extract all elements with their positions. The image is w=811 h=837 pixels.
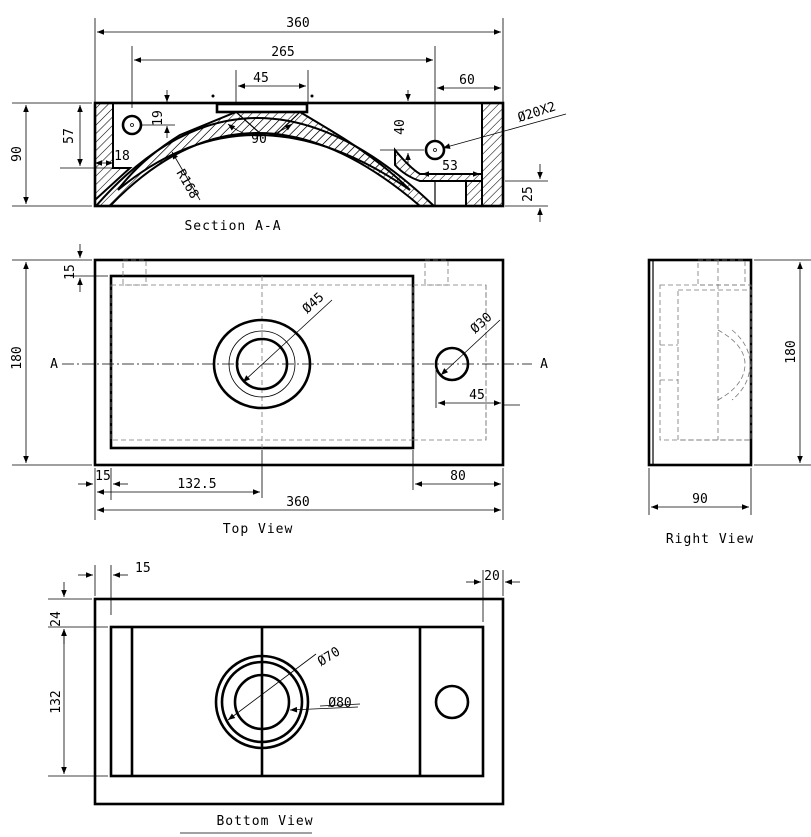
dim-section-width: 360 bbox=[286, 16, 309, 31]
top-caption: Top View bbox=[223, 522, 294, 537]
dim-side-depth: 40 bbox=[393, 119, 408, 135]
bottom-caption: Bottom View bbox=[216, 814, 313, 829]
dim-inner-height: 57 bbox=[62, 128, 77, 144]
dim-tap-dia: Ø30 bbox=[468, 310, 495, 337]
dim-ledge: 53 bbox=[442, 159, 458, 174]
dim-base: 25 bbox=[521, 186, 536, 202]
dim-right-offset: 60 bbox=[459, 73, 475, 88]
dim-bottom-inner-dia: Ø70 bbox=[315, 644, 343, 669]
dim-bottom-outer-dia: Ø80 bbox=[328, 696, 351, 711]
dim-drain-top: 45 bbox=[253, 71, 269, 86]
dim-hole-span: 265 bbox=[271, 45, 294, 60]
dim-right-width: 90 bbox=[692, 492, 708, 507]
section-mark-right: A bbox=[540, 357, 548, 372]
dim-wall: 18 bbox=[114, 149, 130, 164]
dim-radius: R168 bbox=[173, 167, 202, 202]
section-caption: Section A-A bbox=[184, 219, 281, 234]
dim-bottom-top-rim: 24 bbox=[49, 611, 64, 627]
dim-top-width: 360 bbox=[286, 495, 309, 510]
dim-bottom-inner-depth: 132 bbox=[49, 690, 64, 713]
dim-angle: 90 bbox=[251, 132, 267, 147]
dim-drain-x: 132.5 bbox=[177, 477, 216, 492]
right-caption: Right View bbox=[666, 532, 754, 547]
dim-top-depth: 180 bbox=[10, 346, 25, 369]
section-mark-left: A bbox=[50, 357, 58, 372]
dim-top-rim: 15 bbox=[63, 264, 78, 280]
dim-hole-height: 19 bbox=[151, 110, 166, 126]
dim-right-part: 80 bbox=[450, 469, 466, 484]
dim-left-rim: 15 bbox=[95, 469, 111, 484]
dim-drain-dia: Ø45 bbox=[300, 290, 327, 317]
dim-bottom-left-rim: 15 bbox=[135, 561, 151, 576]
dim-tap-offset: 45 bbox=[469, 388, 485, 403]
section-view: 360 265 45 60 90 57 19 18 90 R168 bbox=[10, 16, 567, 234]
bottom-view: 15 20 24 132 Ø70 Ø80 Bottom View bbox=[48, 561, 520, 834]
dim-bottom-right-rim: 20 bbox=[484, 569, 500, 584]
dim-right-depth: 180 bbox=[784, 340, 799, 363]
dim-section-height: 90 bbox=[10, 146, 25, 162]
top-view: A A 180 15 Ø45 Ø30 45 15 bbox=[10, 244, 548, 537]
right-view: 180 90 Right View bbox=[647, 258, 811, 547]
